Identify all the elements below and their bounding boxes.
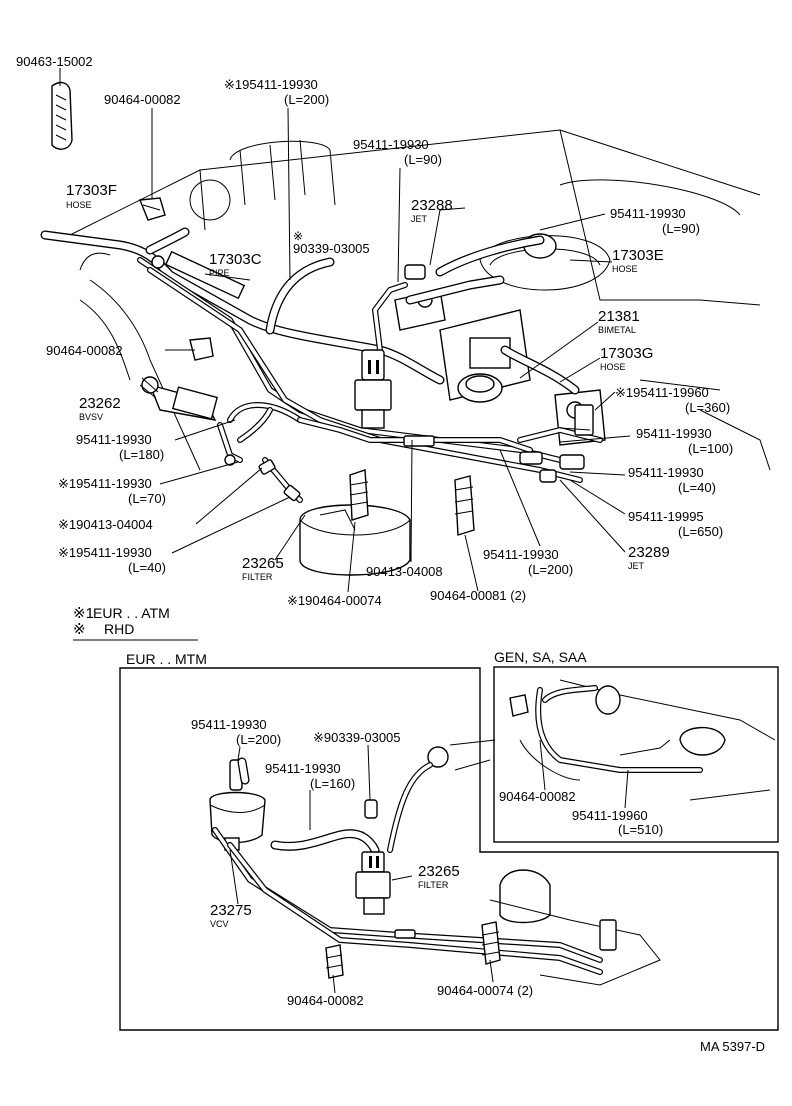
- inset-gen-drawing: [509, 679, 776, 809]
- inset-gen-frame: [493, 666, 779, 843]
- label-90464-00082-top: 90464-00082: [104, 92, 181, 107]
- inset-eur-label-95411-19930-l160-len: (L=160): [310, 776, 355, 791]
- filter-23265-icon: [354, 349, 392, 429]
- label-hose-1: HOSE: [66, 200, 92, 210]
- inset-eur-label-filter: FILTER: [418, 880, 449, 890]
- label-95411-19995: 95411-19995: [628, 509, 704, 524]
- inset-eur-label-90464-00082: 90464-00082: [287, 993, 364, 1008]
- clip-stack-1-icon: [349, 469, 369, 521]
- label-95411-19930-l100: 95411-19930: [636, 426, 712, 441]
- label-filter-1: FILTER: [242, 572, 273, 582]
- label-95411-19930-l200b: 95411-19930: [483, 547, 559, 562]
- label-90464-00081: 90464-00081 (2): [430, 588, 526, 603]
- inset-eur-label-23265: 23265: [418, 863, 460, 880]
- label-jet-1: JET: [411, 214, 428, 224]
- jet-23288-icon: [404, 264, 426, 280]
- inset-gen-labels: GEN, SA, SAA 90464-00082 95411-19960 (L=…: [494, 649, 663, 837]
- vacuum-diaphragm-icon: [299, 504, 411, 576]
- legend-1-mark: ※1: [73, 605, 94, 622]
- label-95411-19930-l90b-len: (L=90): [662, 221, 700, 236]
- label-95411-19930-l200b-len: (L=200): [528, 562, 573, 577]
- label-21381: 21381: [598, 308, 640, 325]
- clip-mid-icon: [189, 337, 214, 361]
- inset-eur-label-95411-19930-l160: 95411-19930: [265, 761, 341, 776]
- label-95411-19995-len: (L=650): [678, 524, 723, 539]
- inset-gen-label-90464-00082: 90464-00082: [499, 789, 576, 804]
- legend-2-text: RHD: [104, 621, 134, 637]
- label-190464-00074: ※190464-00074: [287, 593, 382, 608]
- label-95411-19930-l40-len: (L=40): [678, 480, 716, 495]
- label-190413-04004: ※190413-04004: [58, 517, 153, 532]
- label-195411-19960-l360-len: (L=360): [685, 400, 730, 415]
- label-95411-19930-l100-len: (L=100): [688, 441, 733, 456]
- label-17303f: 17303F: [66, 182, 117, 199]
- label-23265-a: 23265: [242, 555, 284, 572]
- label-95411-19930-l180-len: (L=180): [119, 447, 164, 462]
- label-bvsv: BVSV: [79, 412, 103, 422]
- label-95411-19930-l180: 95411-19930: [76, 432, 152, 447]
- leader-lines: [59, 68, 631, 641]
- pipe-17303c-icon: [164, 250, 246, 300]
- legend-1-text: EUR . . ATM: [93, 605, 170, 621]
- label-90463-15002: 90463-15002: [16, 54, 93, 69]
- label-195411-19930-l200: ※195411-19930: [224, 77, 318, 92]
- legend-2-mark: ※: [73, 621, 86, 638]
- label-23289: 23289: [628, 544, 670, 561]
- inset-eur-label-90464-00074: 90464-00074 (2): [437, 983, 533, 998]
- label-jet-2: JET: [628, 561, 645, 571]
- inset-eur-title: EUR . . MTM: [126, 651, 207, 667]
- label-23288: 23288: [411, 197, 453, 214]
- clamp-90463-15002-icon: [51, 81, 73, 150]
- label-195411-19930-l70: ※195411-19930: [58, 476, 152, 491]
- label-195411-19960-l360: ※195411-19960: [615, 385, 709, 400]
- label-195411-19930-l70-len: (L=70): [128, 491, 166, 506]
- label-95411-19930-l40: 95411-19930: [628, 465, 704, 480]
- label-bimetal: BIMETAL: [598, 325, 636, 335]
- label-17303e: 17303E: [612, 247, 664, 264]
- label-pipe: PIPE: [209, 268, 230, 278]
- label-195411-19930-l40b: ※195411-19930: [58, 545, 152, 560]
- label-95411-19930-l90a: 95411-19930: [353, 137, 429, 152]
- connector-icons: [151, 255, 594, 502]
- inset-eur-label-95411-19930-l200-len: (L=200): [236, 732, 281, 747]
- label-95411-19930-l90b: 95411-19930: [610, 206, 686, 221]
- footer-code: MA 5397-D: [700, 1039, 765, 1054]
- label-90339-03005: 90339-03005: [293, 241, 370, 256]
- bvsv-valve-icon: [139, 376, 219, 421]
- inset-eur-mtm-drawing: [209, 739, 661, 994]
- clip-top-icon: [139, 197, 166, 221]
- inset-eur-label-95411-19930-l200: 95411-19930: [191, 717, 267, 732]
- label-17303g: 17303G: [600, 345, 653, 362]
- label-23262: 23262: [79, 395, 121, 412]
- inset-eur-label-90339-03005: ※90339-03005: [313, 730, 401, 745]
- label-hose-3: HOSE: [600, 362, 626, 372]
- inset-eur-mtm-frame: [119, 667, 779, 1031]
- label-star-1: ※: [293, 229, 303, 243]
- inset-gen-title: GEN, SA, SAA: [494, 649, 587, 665]
- label-95411-19930-l90a-len: (L=90): [404, 152, 442, 167]
- label-195411-19930-l40b-len: (L=40): [128, 560, 166, 575]
- inset-gen-label-95411-19960-len: (L=510): [618, 822, 663, 837]
- inset-eur-label-23275: 23275: [210, 902, 252, 919]
- jet-23289-icon: [539, 469, 557, 483]
- label-hose-2: HOSE: [612, 264, 638, 274]
- inset-eur-labels: EUR . . MTM 95411-19930 (L=200) ※90339-0…: [126, 651, 533, 1008]
- label-17303c: 17303C: [209, 251, 262, 268]
- main-labels: 90463-15002 90464-00082 ※195411-19930 (L…: [16, 54, 733, 638]
- inset-gen-label-95411-19960: 95411-19960: [572, 808, 648, 823]
- label-90464-00082-mid: 90464-00082: [46, 343, 123, 358]
- label-90413-04008: 90413-04008: [366, 564, 443, 579]
- inset-eur-label-vcv: VCV: [210, 919, 229, 929]
- clip-stack-2-icon: [454, 475, 475, 536]
- label-195411-19930-l200-len: (L=200): [284, 92, 329, 107]
